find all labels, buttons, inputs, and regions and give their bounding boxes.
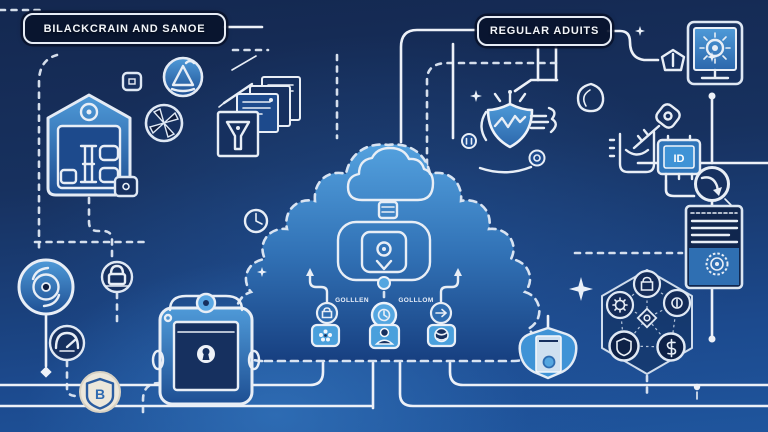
seal-icon [705,252,729,276]
clock-icon [377,308,391,322]
padlock-circle-icon [100,260,134,294]
dot-endpoint-2 [708,335,716,343]
cloud-stem-connector [377,200,399,220]
flower-icon [319,329,332,342]
zigzag-line-to-shield [513,78,559,93]
dashed-line-gauge-to-badge [65,359,82,398]
dashed-line-below-vault [141,381,162,416]
label-box-audits: REGULAR ADUITS [477,16,612,46]
network-node-gear [605,290,635,320]
node-circle-left [315,301,339,325]
dot-endpoint [708,92,716,100]
bottom-line-right-lower [398,361,768,408]
cloud-branch-arrows [306,268,462,304]
gauge-icon [48,324,86,362]
cloud-node-circles [315,301,453,329]
funnel-document-icon [216,110,260,158]
network-links [619,283,678,348]
label-box-blockchain-text: BILACKCRAIN AND SANOE [43,22,206,35]
arrow-right-icon [435,308,448,318]
network-center-node [636,307,658,329]
hexagon-network-icon [601,269,693,375]
globe-icon [434,327,449,343]
bottom-line-right-upper [448,361,768,387]
cloud-node-squares [310,323,457,350]
tablet-sunburst-icon [686,20,744,86]
vault-camera-icon [151,292,261,406]
line-from-right-box-left [399,28,479,144]
pentagon-play-icon [660,48,686,72]
prism-circle-icon [162,56,204,98]
bottom-line-left-upper [0,361,325,387]
shield-check-icon [461,90,557,174]
aperture-camera-icon [17,258,75,316]
network-node-lock [632,269,662,299]
network-node-shield [608,330,640,362]
house-monitor-icon [46,93,132,197]
id-chip-label: ID [674,153,685,165]
gear-icon [612,297,628,313]
redirect-arrow-icon [694,166,732,206]
sunburst-icon [699,32,731,64]
label-box-audits-text: REGULAR ADUITS [489,25,600,37]
brace-left-icon [480,110,488,142]
padlock-icon [321,307,333,319]
sparkle-icons [257,26,717,301]
letter-badge-icon: B [79,371,121,413]
dashed-line-house-to-lock [87,196,114,261]
key-icon [632,103,681,150]
vault-core-icon [336,220,432,305]
badge-letter: B [95,386,105,402]
line-from-right-box-right [606,29,660,62]
diamond-endpoint [40,366,52,378]
person-icon [374,327,395,345]
id-chip-icon: ID [656,134,702,181]
document-badge-icon [518,326,578,380]
cloud-platform: GOLLLEN GOLLLOM [235,143,541,363]
blob-pentagon-icon [576,82,605,113]
dashed-line-right-of-cloud [425,61,558,188]
connector-lines [0,8,768,416]
dot-bottom-right [693,383,701,391]
cloud-icon [346,146,435,202]
coin-icon-2 [528,149,546,167]
certificate-icon [684,204,744,290]
cloud-node-label-right: GOLLLOM [398,297,433,304]
dashed-line-left-edge [37,53,59,255]
chip-icon [121,71,143,92]
clock-icon-small [243,208,269,234]
cloud-node-label-left: GOLLLEN [335,297,369,304]
lines-and-three-glyph [529,106,557,134]
chip-icon-2 [113,175,139,198]
coin-icon [461,133,477,149]
keyhole-slot-icon [608,130,656,174]
label-box-blockchain: BILACKCRAIN AND SANOE [23,13,226,44]
line-elbow-to-redirect [664,178,696,198]
pen-icon [218,55,257,108]
pinwheel-circle-icon [144,103,184,143]
